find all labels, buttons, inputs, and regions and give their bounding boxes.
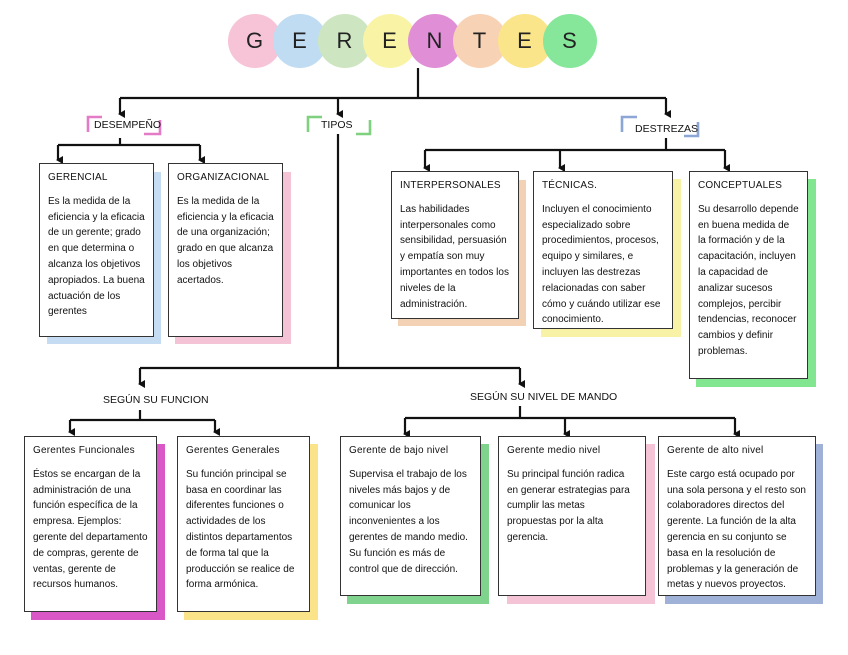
destrezas-bracket-left <box>620 115 637 132</box>
card-organizacional: ORGANIZACIONAL Es la medida de la eficie… <box>168 163 283 337</box>
card-title: Gerente medio nivel <box>507 445 601 456</box>
card-title: GERENCIAL <box>48 172 108 183</box>
card-gerentes-generales: Gerentes Generales Su función principal … <box>177 436 310 612</box>
card-conceptuales: CONCEPTUALES Su desarrollo depende en bu… <box>689 171 808 379</box>
card-body: Incluyen el conocimiento especializado s… <box>542 203 661 326</box>
card-gerentes-funcionales: Gerentes Funcionales Éstos se encargan d… <box>24 436 157 612</box>
card-tecnicas: TÉCNICAS. Incluyen el conocimiento espec… <box>533 171 673 329</box>
card-gerente-alto-nivel: Gerente de alto nivel Este cargo está oc… <box>658 436 816 596</box>
card-gerencial: GERENCIAL Es la medida de la eficiencia … <box>39 163 154 337</box>
card-interpersonales: INTERPERSONALES Las habilidades interper… <box>391 171 519 319</box>
card-title: TÉCNICAS. <box>542 180 598 191</box>
card-title: Gerentes Generales <box>186 445 280 456</box>
desempeno-bracket-right <box>144 120 162 136</box>
card-body: Supervisa el trabajo de los niveles más … <box>349 468 468 575</box>
card-body: Es la medida de la eficiencia y la efica… <box>177 195 274 286</box>
subbranch-label-funcion: SEGÚN SU FUNCION <box>103 394 209 406</box>
tipos-bracket-left <box>306 115 322 132</box>
branch-label-tipos: TIPOS <box>321 119 353 131</box>
branch-label-destrezas: DESTREZAS <box>635 123 699 135</box>
card-body: Su desarrollo depende en buena medida de… <box>698 203 799 357</box>
card-title: Gerentes Funcionales <box>33 445 135 456</box>
card-body: Éstos se encargan de la administración d… <box>33 468 148 591</box>
card-title: INTERPERSONALES <box>400 180 501 191</box>
card-title: ORGANIZACIONAL <box>177 172 270 183</box>
branch-label-desempeno: DESEMPEÑO <box>94 119 162 131</box>
card-gerente-bajo-nivel: Gerente de bajo nivel Supervisa el traba… <box>340 436 481 596</box>
card-title: Gerente de alto nivel <box>667 445 764 456</box>
title-gerentes: G E R E N T E S <box>0 0 848 80</box>
title-letter: S <box>543 14 597 68</box>
card-body: Su principal función radica en generar e… <box>507 468 630 543</box>
card-body: Las habilidades interpersonales como sen… <box>400 203 509 310</box>
tipos-bracket-right <box>356 120 372 136</box>
card-body: Su función principal se basa en coordina… <box>186 468 295 591</box>
subbranch-label-nivel: SEGÚN SU NIVEL DE MANDO <box>470 391 618 403</box>
card-body: Este cargo está ocupado por una sola per… <box>667 468 806 591</box>
card-title: Gerente de bajo nivel <box>349 445 449 456</box>
desempeno-bracket-left <box>86 115 102 132</box>
card-gerente-medio-nivel: Gerente medio nivel Su principal función… <box>498 436 646 596</box>
card-title: CONCEPTUALES <box>698 180 783 191</box>
destrezas-bracket-right <box>684 122 700 138</box>
card-body: Es la medida de la eficiencia y la efica… <box>48 195 145 318</box>
